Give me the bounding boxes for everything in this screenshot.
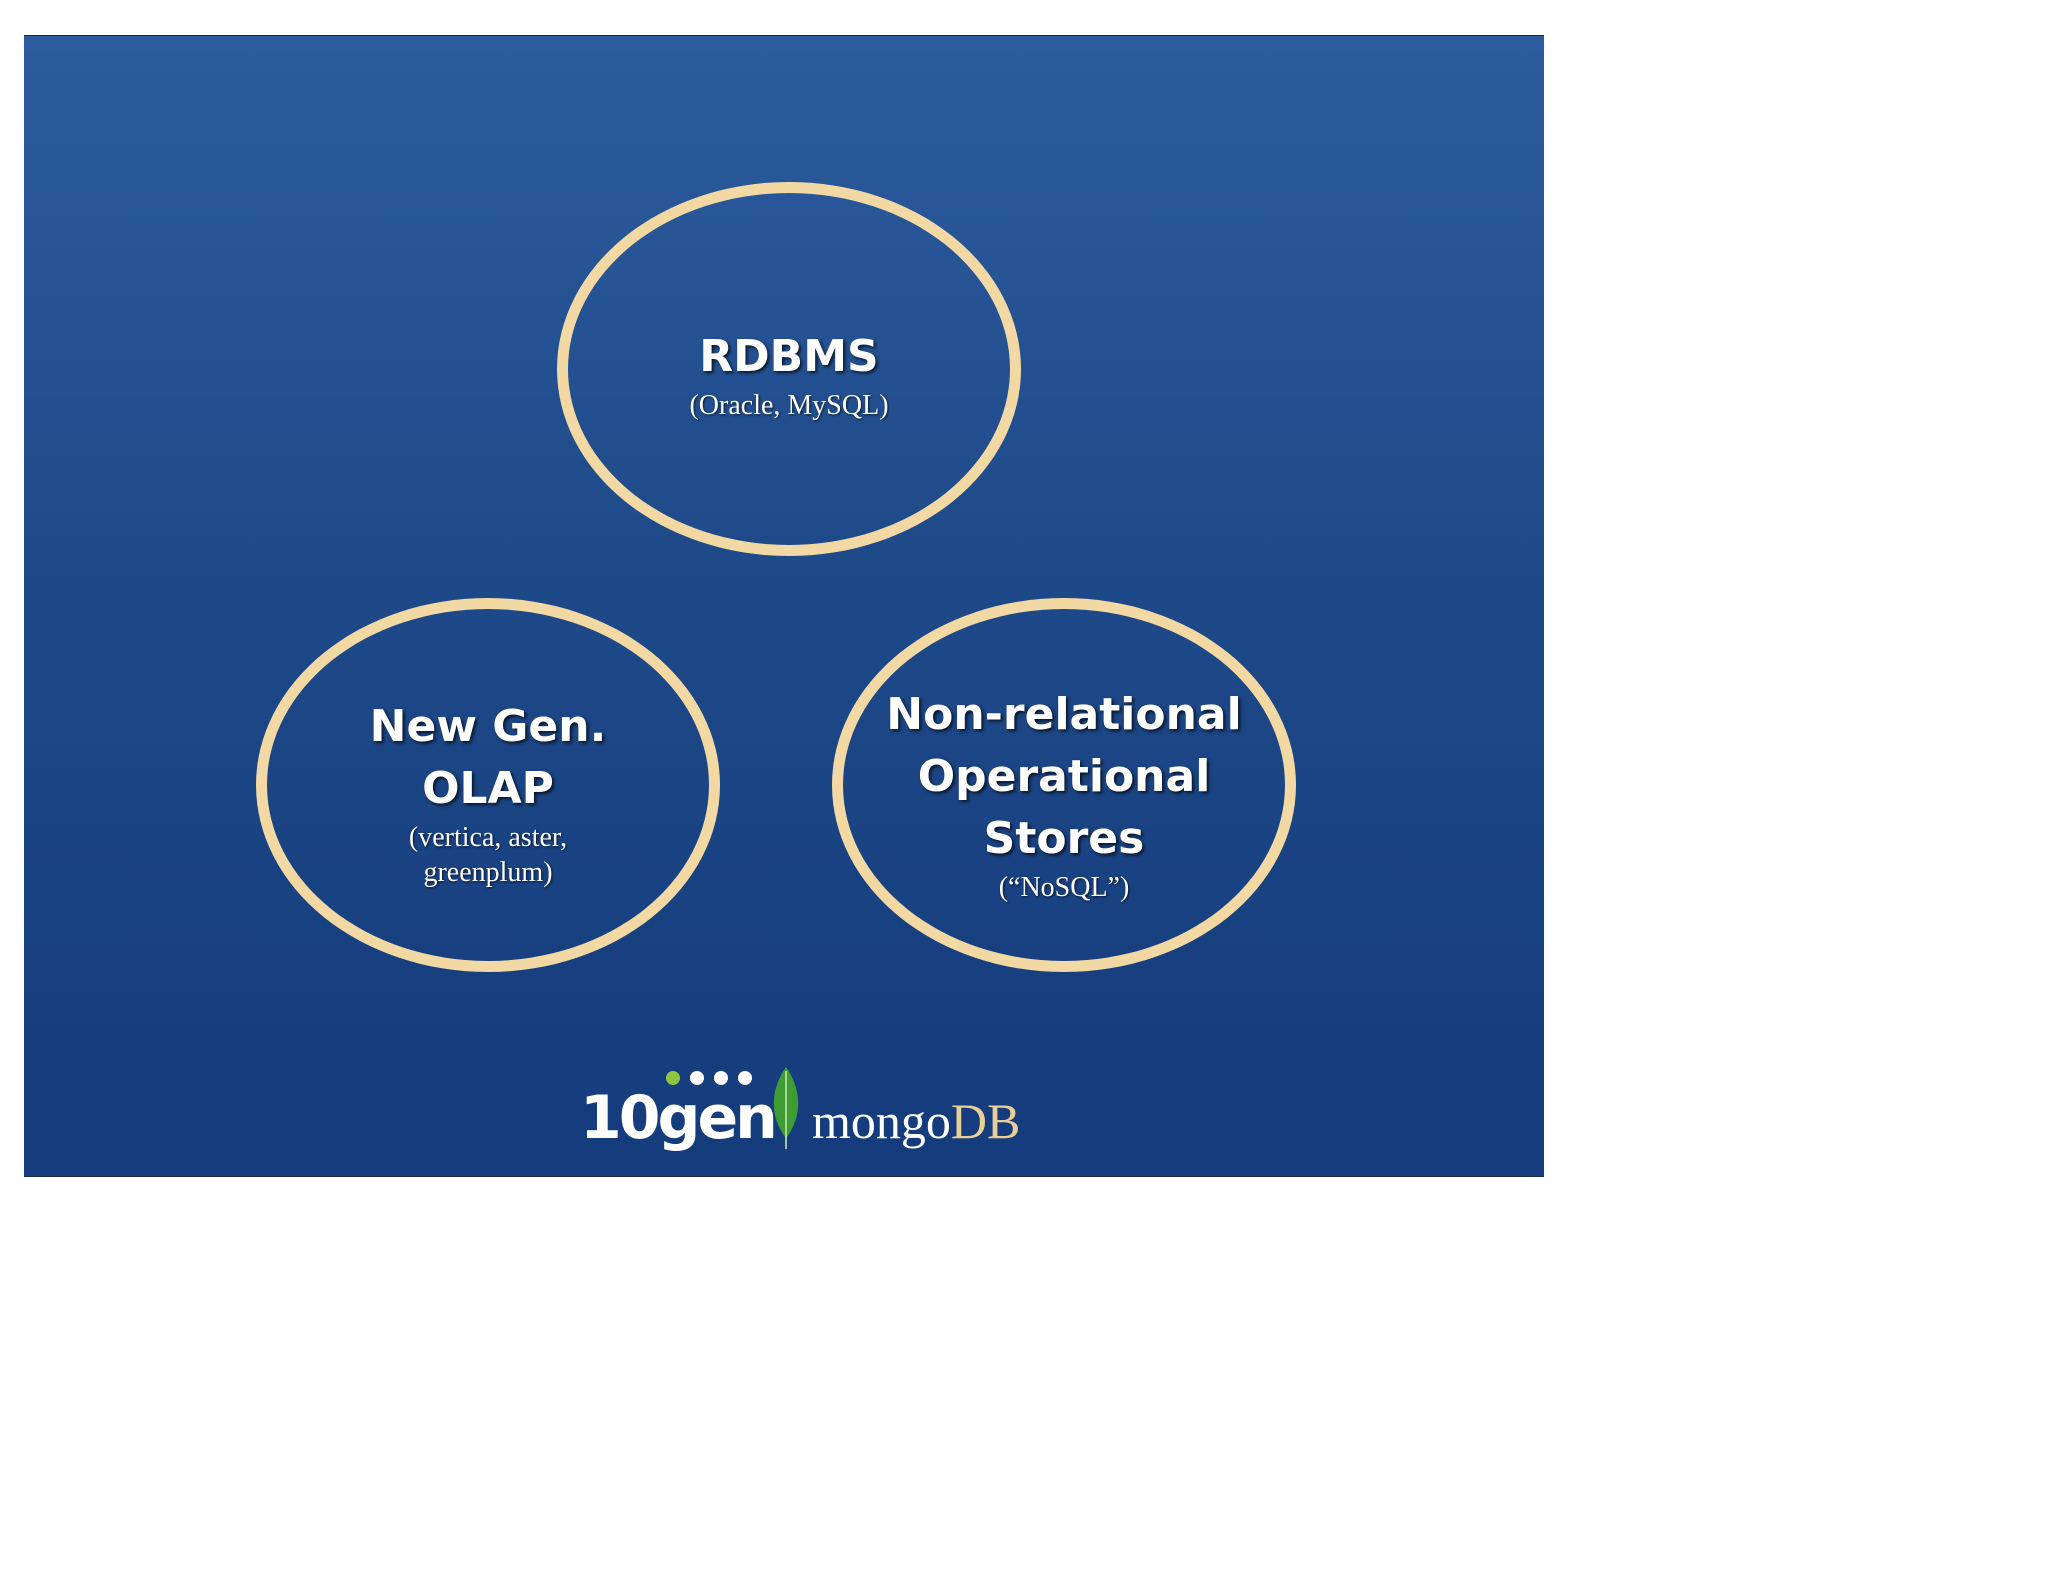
olap-subtitle: (vertica, aster, greenplum) (408, 822, 568, 888)
rdbms-circle (557, 182, 1021, 556)
logo-dot (690, 1071, 704, 1085)
mongodb-wordmark-mongo: mongo (812, 1093, 951, 1149)
logo-dot (714, 1071, 728, 1085)
nosql-title: Non-relational Operational Stores (886, 689, 1242, 864)
tengen-logo: 10gen (580, 1061, 778, 1161)
rdbms-title: RDBMS (699, 331, 879, 382)
logo-dot (666, 1071, 680, 1085)
rdbms-subtitle: (Oracle, MySQL) (689, 390, 889, 421)
mongodb-wordmark-db: DB (950, 1093, 1021, 1149)
logo-dot (738, 1071, 752, 1085)
slide: RDBMS (Oracle, MySQL) New Gen. OLAP (ver… (24, 35, 1544, 1177)
rdbms-label: RDBMS (Oracle, MySQL) (587, 326, 991, 423)
mongodb-leaf-icon (773, 1067, 799, 1153)
nosql-subtitle: (“NoSQL”) (998, 872, 1130, 903)
olap-title: New Gen. OLAP (369, 701, 607, 814)
olap-circle (256, 598, 720, 972)
nosql-label: Non-relational Operational Stores (“NoSQ… (862, 684, 1266, 905)
company-logo: 10gen mongoDB (580, 1061, 1080, 1161)
olap-label: New Gen. OLAP (vertica, aster, greenplum… (286, 696, 690, 890)
mongodb-wordmark: mongoDB (812, 1091, 1020, 1151)
nosql-circle (832, 598, 1296, 972)
tengen-wordmark: 10gen (580, 1083, 778, 1153)
